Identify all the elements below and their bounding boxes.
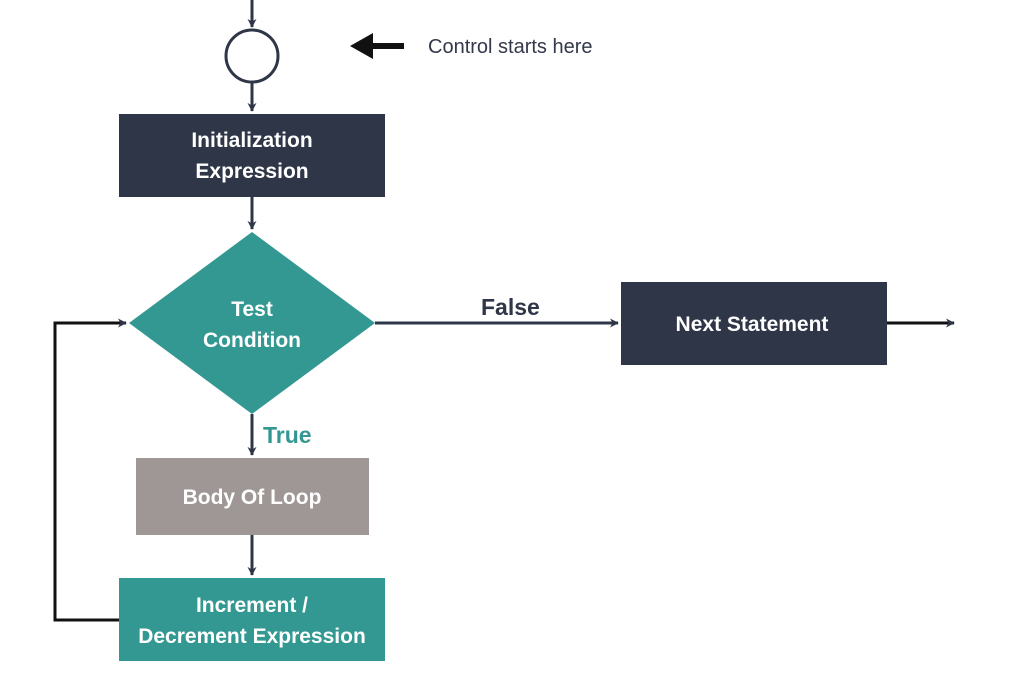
- true-label: True: [263, 422, 312, 448]
- start-circle: [224, 28, 280, 84]
- initialization-label-line1: Initialization: [191, 129, 312, 152]
- false-label: False: [481, 294, 540, 320]
- initialization-label-line2: Expression: [195, 160, 308, 183]
- connector-loop-back: [53, 318, 127, 622]
- start-pointer-arrow-icon: [350, 33, 404, 59]
- control-starts-annotation: Control starts here: [428, 36, 593, 58]
- next-statement-node: Next Statement: [621, 282, 887, 365]
- body-of-loop-node: Body Of Loop: [136, 458, 369, 535]
- increment-label-line2: Decrement Expression: [138, 625, 366, 648]
- increment-label-line1: Increment /: [196, 594, 308, 617]
- initialization-node: Initialization Expression: [119, 114, 385, 197]
- test-condition-label-line2: Condition: [203, 329, 301, 352]
- test-condition-node: Test Condition: [129, 232, 375, 414]
- test-condition-label-line1: Test: [231, 298, 273, 321]
- increment-node: Increment / Decrement Expression: [119, 578, 385, 661]
- body-of-loop-label: Body Of Loop: [183, 486, 322, 509]
- next-statement-label: Next Statement: [676, 313, 829, 336]
